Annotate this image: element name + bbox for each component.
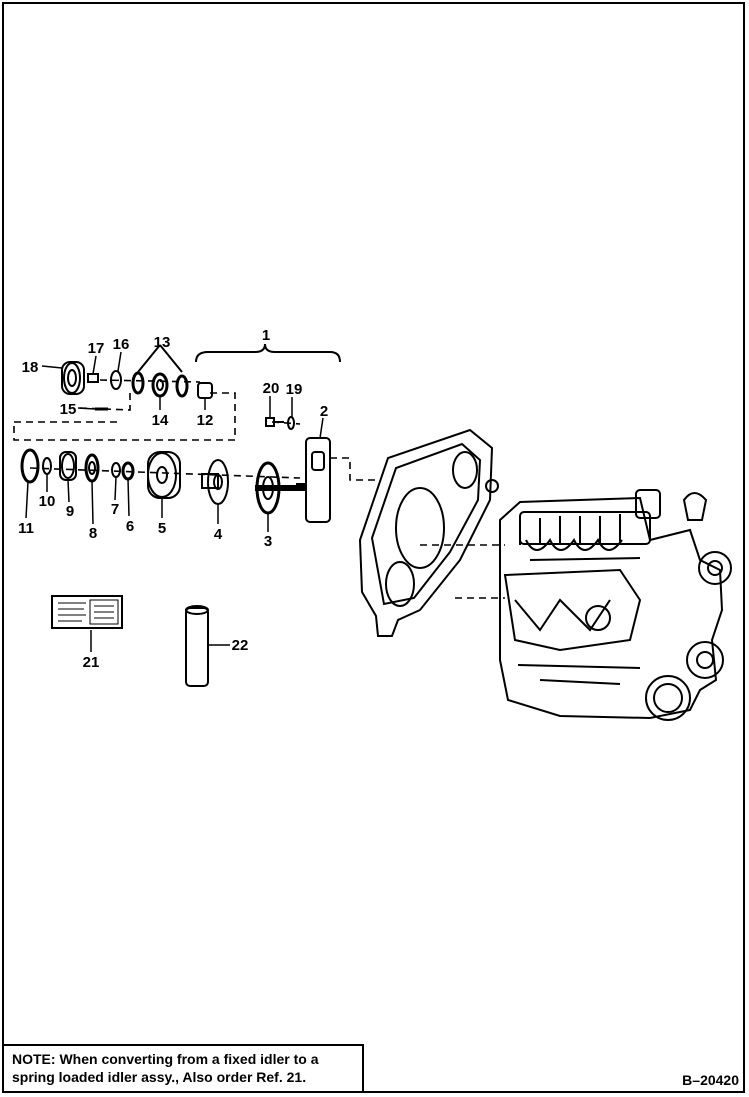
part-20-bolt — [265, 417, 284, 427]
leader-13b — [159, 344, 183, 373]
callout-19: 19 — [286, 381, 303, 398]
callout-17: 17 — [88, 340, 105, 357]
callout-7: 7 — [111, 501, 119, 518]
leader-2 — [319, 417, 324, 439]
part-13-seal-b — [175, 374, 189, 398]
callout-16: 16 — [113, 336, 130, 353]
callout-14: 14 — [152, 412, 169, 429]
callout-21: 21 — [83, 654, 100, 671]
callout-2: 2 — [320, 403, 328, 420]
leader-16 — [117, 351, 122, 372]
callout-8: 8 — [89, 525, 97, 542]
callout-13: 13 — [154, 334, 171, 351]
callout-3: 3 — [264, 533, 272, 550]
part-4-hub — [201, 459, 229, 505]
part-10-washer — [42, 457, 52, 475]
callout-10: 10 — [39, 493, 56, 510]
callout-11: 11 — [18, 520, 34, 537]
gear-cover — [358, 428, 499, 637]
part-8-seal — [84, 453, 100, 483]
part-22-tube — [185, 605, 209, 687]
note-text: When converting from a fixed idler to a … — [12, 1051, 319, 1085]
callout-4: 4 — [214, 526, 223, 543]
leader-18 — [41, 365, 63, 369]
part-2-bracket — [296, 437, 331, 523]
callout-12: 12 — [197, 412, 214, 429]
dash-line-15 — [79, 392, 131, 411]
bracket-1 — [195, 343, 341, 363]
leader-17 — [92, 355, 97, 375]
callout-6: 6 — [126, 518, 134, 535]
dash-line-lower — [29, 467, 301, 479]
engine-assembly — [499, 489, 732, 721]
callout-15: 15 — [60, 401, 77, 418]
part-18-cap — [61, 361, 85, 395]
part-14-bearing — [151, 372, 169, 398]
part-7-washer — [111, 462, 121, 478]
leader-11 — [25, 481, 29, 519]
part-11-snap-ring — [20, 448, 40, 484]
callout-1: 1 — [262, 327, 270, 344]
part-12-bushing — [197, 382, 213, 399]
callout-5: 5 — [158, 520, 166, 537]
part-16-washer — [110, 370, 122, 390]
part-17-fitting — [87, 373, 99, 383]
callout-18: 18 — [22, 359, 39, 376]
callout-20: 20 — [263, 380, 280, 397]
callout-9: 9 — [66, 503, 74, 520]
dash-line-upper — [99, 379, 201, 383]
part-9-bearing — [59, 451, 77, 481]
callout-22: 22 — [232, 637, 249, 654]
part-5-idler-pulley — [147, 451, 181, 499]
dash-line-loop — [13, 392, 236, 441]
leader-9 — [67, 479, 70, 503]
leader-15 — [77, 407, 96, 410]
note-label: NOTE: — [12, 1051, 56, 1067]
leader-8 — [91, 480, 94, 525]
part-19-washer — [287, 416, 295, 430]
dash-line-cover — [330, 457, 380, 481]
leader-7 — [114, 476, 117, 501]
figure-id: B–20420 — [682, 1072, 739, 1088]
leader-13a — [137, 344, 161, 373]
note-box: NOTE: When converting from a fixed idler… — [2, 1044, 364, 1093]
part-13-seal-a — [131, 371, 145, 395]
part-21-decal — [51, 595, 123, 629]
leader-6 — [127, 478, 130, 517]
